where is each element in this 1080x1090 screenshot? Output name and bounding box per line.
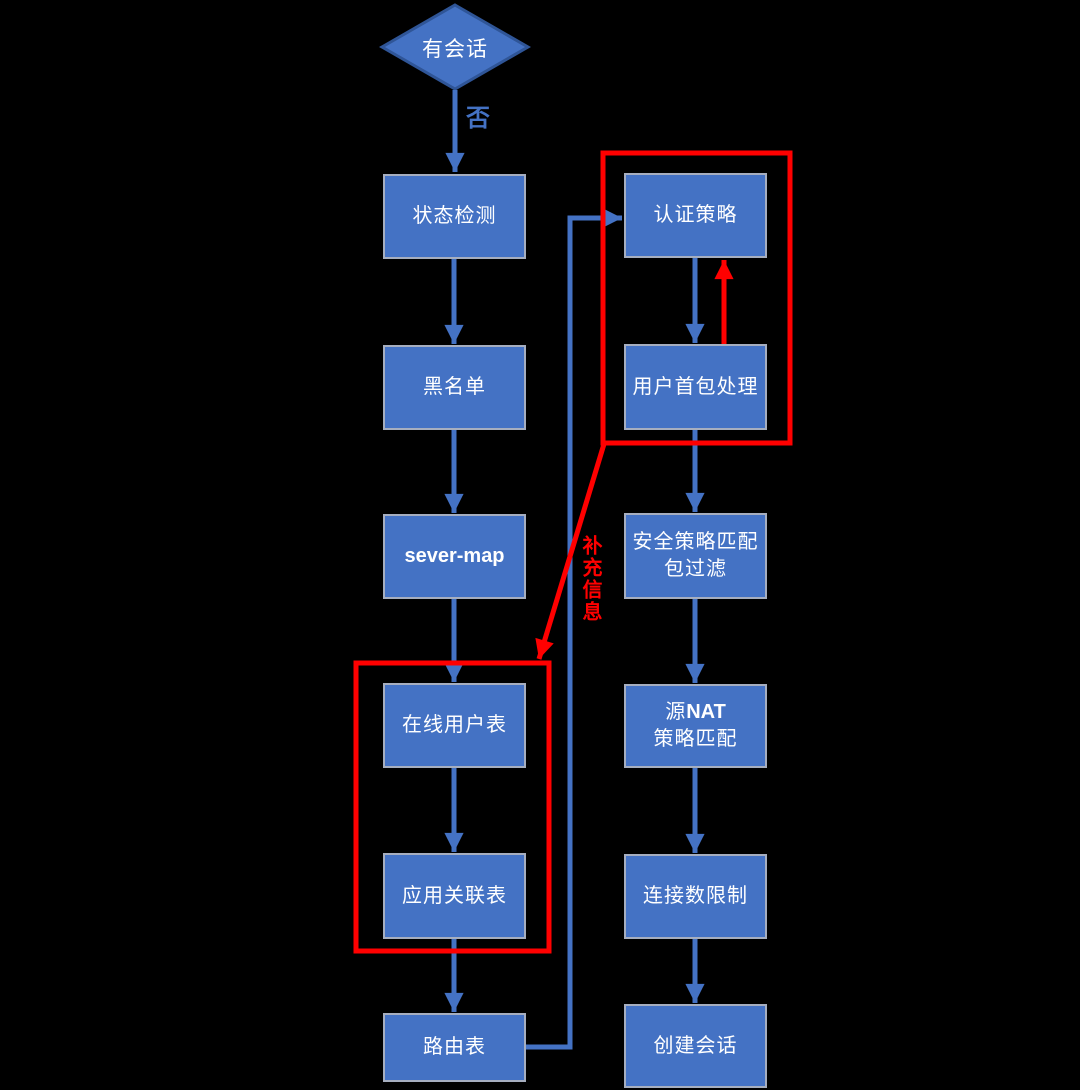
node-label-line1: 安全策略匹配 bbox=[632, 531, 759, 553]
decision-label: 有会话 bbox=[422, 38, 488, 61]
node-online-user-table: 在线用户表 bbox=[383, 683, 526, 768]
node-sever-map: sever-map bbox=[383, 514, 526, 599]
node-label: 路由表 bbox=[423, 1036, 486, 1058]
node-label-nat: NAT bbox=[686, 701, 726, 723]
edge-label-no: 否 bbox=[466, 105, 490, 132]
node-user-first-packet: 用户首包处理 bbox=[624, 344, 767, 430]
node-label: 黑名单 bbox=[423, 376, 486, 398]
node-label: 状态检测 bbox=[412, 205, 497, 227]
node-app-association-table: 应用关联表 bbox=[383, 853, 526, 939]
node-label: sever-map bbox=[404, 545, 505, 567]
node-label: 用户首包处理 bbox=[632, 375, 759, 398]
node-connection-limit: 连接数限制 bbox=[624, 854, 767, 939]
node-label-line2: 包过滤 bbox=[664, 558, 727, 580]
node-source-nat: 源NAT 策略匹配 bbox=[624, 684, 767, 768]
node-security-policy-match: 安全策略匹配 包过滤 bbox=[624, 513, 767, 599]
node-routing-table: 路由表 bbox=[383, 1013, 526, 1082]
node-label-line2: 策略匹配 bbox=[653, 728, 738, 750]
node-label: 在线用户表 bbox=[402, 714, 507, 736]
node-label: 认证策略 bbox=[653, 204, 738, 226]
node-label: 连接数限制 bbox=[643, 885, 748, 907]
node-label: 应用关联表 bbox=[402, 884, 507, 907]
node-status-detection: 状态检测 bbox=[383, 174, 526, 259]
node-auth-policy: 认证策略 bbox=[624, 173, 767, 258]
edge-label-supplement-info: 补充信息 bbox=[579, 535, 601, 623]
node-label-line1: 源NAT bbox=[665, 699, 726, 726]
node-label: 创建会话 bbox=[653, 1034, 738, 1057]
edge-routing-to-authpolicy bbox=[526, 208, 622, 1050]
node-label-prefix: 源 bbox=[665, 701, 687, 723]
node-create-session: 创建会话 bbox=[624, 1004, 767, 1088]
node-blacklist: 黑名单 bbox=[383, 345, 526, 430]
